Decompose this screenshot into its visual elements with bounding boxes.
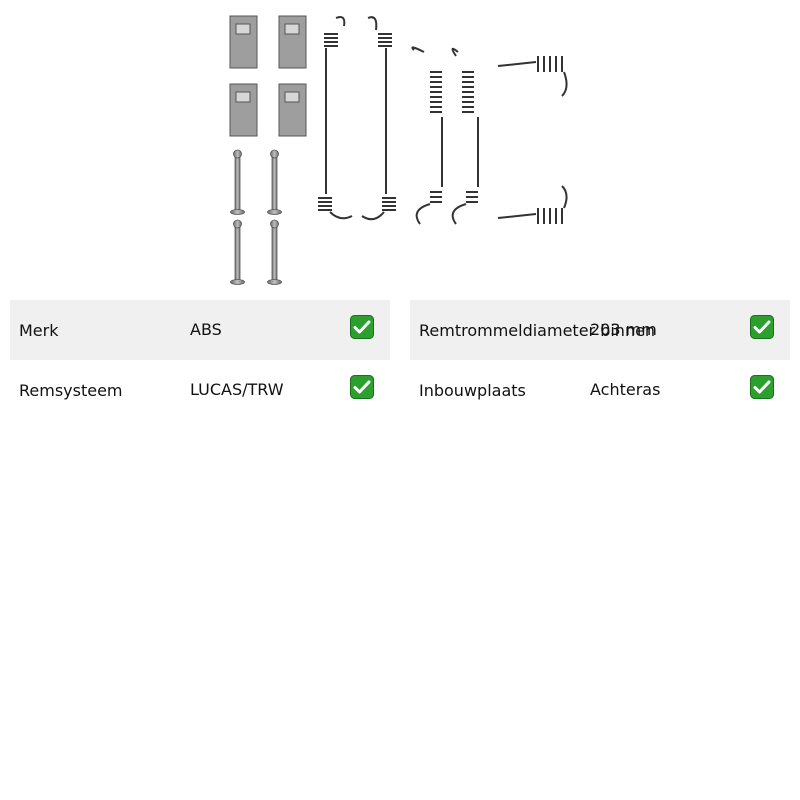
check-mark-button-icon <box>350 315 374 339</box>
spec-label: Merk <box>19 321 59 340</box>
spec-label: Remtrommeldiameter binnen <box>419 321 656 340</box>
check-mark-button-icon <box>750 375 774 399</box>
product-image <box>229 15 568 285</box>
spec-label: Inbouwplaats <box>419 381 526 400</box>
return-spring-short <box>497 56 568 224</box>
spec-value: ABS <box>190 320 222 339</box>
spec-column-left: Merk ABS Remsysteem LUCAS/TRW <box>10 300 390 420</box>
spec-label: Remsysteem <box>19 381 123 400</box>
spec-value: 203 mm <box>590 320 657 339</box>
check-mark-button-icon <box>350 375 374 399</box>
return-spring-medium <box>411 46 479 225</box>
spec-column-right: Remtrommeldiameter binnen 203 mm Inbouwp… <box>410 300 790 420</box>
spec-row-fitting-position: Inbouwplaats Achteras <box>410 360 790 420</box>
spec-row-brand: Merk ABS <box>10 300 390 360</box>
spec-row-drum-diameter: Remtrommeldiameter binnen 203 mm <box>410 300 790 360</box>
spec-value: LUCAS/TRW <box>190 380 284 399</box>
spec-row-brake-system: Remsysteem LUCAS/TRW <box>10 360 390 420</box>
return-spring-long <box>318 16 396 221</box>
hold-down-pin <box>230 149 282 285</box>
spec-value: Achteras <box>590 380 661 399</box>
check-mark-button-icon <box>750 315 774 339</box>
retaining-clip <box>229 15 307 137</box>
